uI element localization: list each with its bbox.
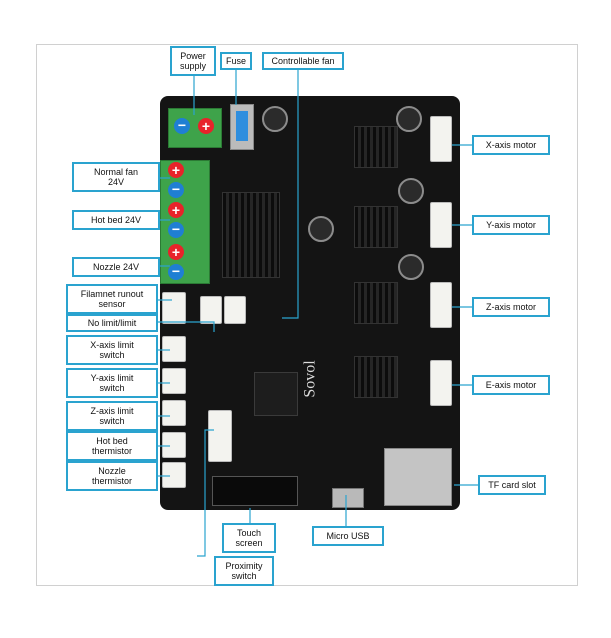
- hotbed-minus-icon: −: [168, 222, 184, 238]
- output-terminal-block: [160, 160, 210, 284]
- z-driver-heatsink: [354, 282, 398, 324]
- z-limit-connector: [162, 400, 186, 426]
- x-limit-connector: [162, 336, 186, 362]
- touch-screen-header: [212, 476, 298, 506]
- label-normal-fan: Normal fan 24V: [72, 162, 160, 192]
- fuse-component: [230, 104, 254, 150]
- nozzle-plus-icon: +: [168, 244, 184, 260]
- label-e-motor: E-axis motor: [472, 375, 550, 395]
- fan-connector: [200, 296, 222, 324]
- label-no-limit: No limit/limit: [66, 314, 158, 332]
- label-power-supply: Power supply: [170, 46, 216, 76]
- mainboard: + − + − + − + − Sovol: [160, 96, 460, 510]
- y-driver-heatsink: [354, 206, 398, 248]
- e-driver-heatsink: [354, 356, 398, 398]
- label-proximity-switch: Proximity switch: [214, 556, 274, 586]
- normal-fan-minus-icon: −: [168, 182, 184, 198]
- label-z-limit: Z-axis limit switch: [66, 401, 158, 431]
- hotbed-plus-icon: +: [168, 202, 184, 218]
- label-touch-screen: Touch screen: [222, 523, 276, 553]
- power-plus-icon: +: [198, 118, 214, 134]
- label-nozzle: Nozzle 24V: [72, 257, 160, 277]
- hotbed-thermistor-connector: [162, 432, 186, 458]
- label-x-limit: X-axis limit switch: [66, 335, 158, 365]
- capacitor: [396, 106, 422, 132]
- label-hot-bed: Hot bed 24V: [72, 210, 160, 230]
- y-motor-connector: [430, 202, 452, 248]
- label-hotbed-thermistor: Hot bed thermistor: [66, 431, 158, 461]
- label-fuse: Fuse: [220, 52, 252, 70]
- label-controllable-fan: Controllable fan: [262, 52, 344, 70]
- mosfet-heatsink: [222, 192, 280, 278]
- label-y-motor: Y-axis motor: [472, 215, 550, 235]
- e-motor-connector: [430, 360, 452, 406]
- label-z-motor: Z-axis motor: [472, 297, 550, 317]
- label-y-limit: Y-axis limit switch: [66, 368, 158, 398]
- x-driver-heatsink: [354, 126, 398, 168]
- label-filament-runout: Filamnet runout sensor: [66, 284, 158, 314]
- proximity-connector: [208, 410, 232, 462]
- fan-connector: [224, 296, 246, 324]
- micro-usb-port: [332, 488, 364, 508]
- tf-card-slot: [384, 448, 452, 506]
- normal-fan-plus-icon: +: [168, 162, 184, 178]
- capacitor: [398, 178, 424, 204]
- x-motor-connector: [430, 116, 452, 162]
- label-x-motor: X-axis motor: [472, 135, 550, 155]
- power-minus-icon: −: [174, 118, 190, 134]
- label-nozzle-thermistor: Nozzle thermistor: [66, 461, 158, 491]
- label-micro-usb: Micro USB: [312, 526, 384, 546]
- z-motor-connector: [430, 282, 452, 328]
- capacitor: [398, 254, 424, 280]
- capacitor: [308, 216, 334, 242]
- nozzle-minus-icon: −: [168, 264, 184, 280]
- y-limit-connector: [162, 368, 186, 394]
- mcu-chip: [254, 372, 298, 416]
- label-tf-card: TF card slot: [478, 475, 546, 495]
- nozzle-thermistor-connector: [162, 462, 186, 488]
- capacitor: [262, 106, 288, 132]
- runout-connector: [162, 292, 186, 324]
